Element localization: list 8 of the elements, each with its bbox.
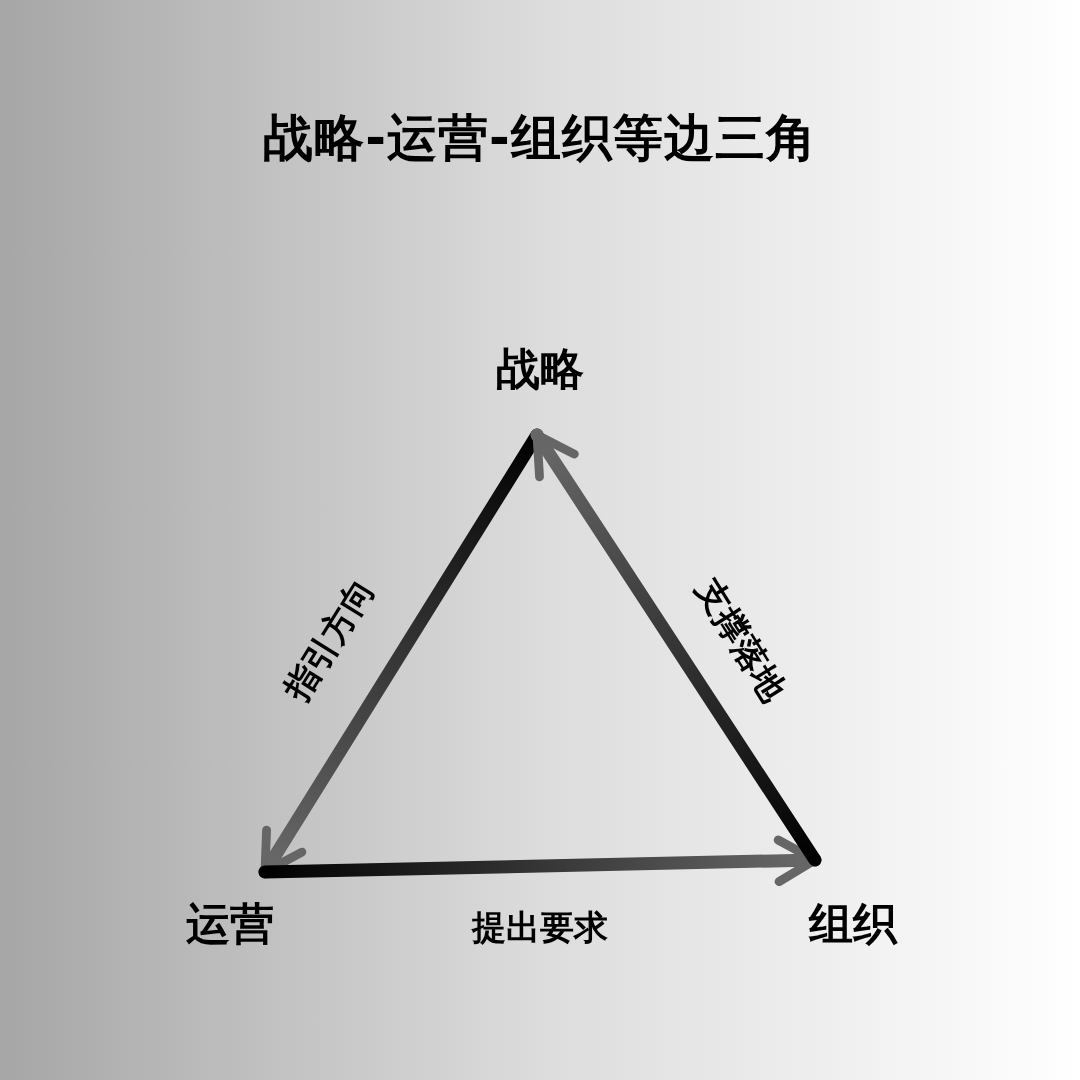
node-label: 组织 — [808, 897, 897, 951]
title: 战略-运营-组织等边三角 — [262, 108, 818, 169]
edge-label: 指引方向 — [275, 570, 384, 710]
node-label: 运营 — [186, 897, 274, 951]
arrow — [530, 428, 822, 867]
edge-label: 支撑落地 — [686, 570, 795, 710]
edge-label: 提出要求 — [472, 906, 608, 949]
node-label: 战略 — [496, 342, 584, 396]
